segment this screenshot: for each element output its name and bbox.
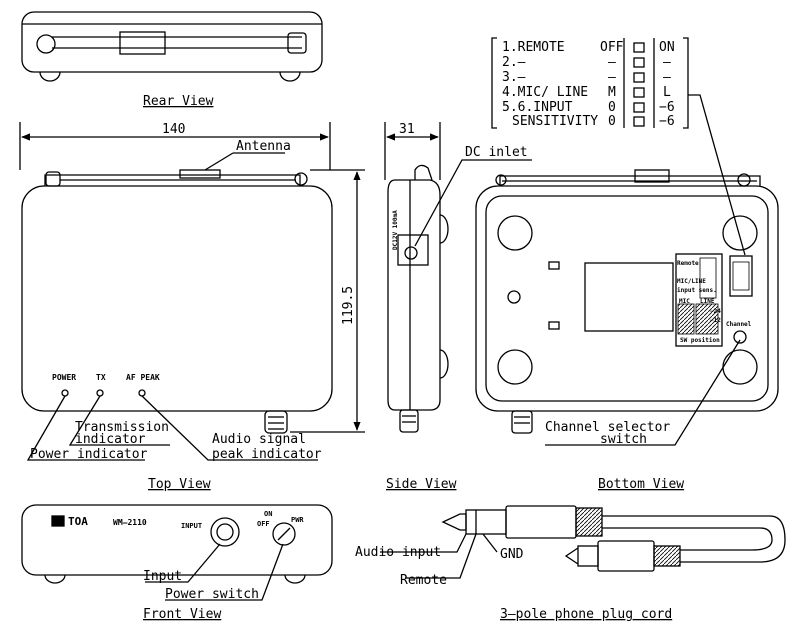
dip-row-1-label: 1.REMOTE (502, 40, 565, 55)
dip-row-6-left: 0 (608, 114, 616, 129)
channel-selector-label-2: switch (600, 432, 647, 447)
front-view-drawing (21, 504, 333, 584)
on-label: ON (264, 510, 272, 518)
bottom-mic-line-label: MIC/LINE (677, 278, 706, 285)
rear-view-drawing (21, 11, 323, 82)
bottom-m24-label: −24 (710, 308, 721, 315)
brand-label: TOA (68, 515, 88, 528)
transmission-indicator-leader (68, 395, 170, 446)
audio-peak-label-1: Audio signal (212, 432, 306, 447)
side-view-drawing (384, 122, 449, 433)
dip-row-4-left: M (608, 85, 616, 100)
channel-selector-label-1: Channel selector (545, 420, 670, 435)
dc-inlet-label: DC inlet (465, 145, 528, 160)
dip-row-3-label: 3.– (502, 70, 526, 85)
top-view-drawing (21, 169, 333, 434)
audio-input-leader (380, 533, 467, 553)
bottom-m12-label: −12 (710, 317, 721, 324)
audio-peak-label-2: peak indicator (212, 447, 322, 462)
bottom-channel-label: Channel (726, 321, 752, 328)
dip-row-2-left: – (608, 55, 616, 70)
bottom-input-sens-label: input sens. (677, 287, 717, 294)
power-indicator-leader (26, 395, 145, 461)
power-switch-label: Power switch (165, 587, 259, 602)
dip-row-2-right: – (663, 55, 671, 70)
gnd-label: GND (500, 547, 524, 562)
dip-switch-table (491, 37, 746, 256)
power-led-label: POWER (52, 373, 76, 382)
off-label: OFF (257, 520, 270, 528)
power-switch-leader (165, 543, 284, 601)
depth-dimension-label: 31 (399, 122, 415, 137)
bottom-mic-label: MIC (679, 298, 690, 305)
transmission-label-2: indicator (75, 432, 146, 447)
af-peak-led-label: AF PEAK (126, 373, 160, 382)
dc-inlet-leader (414, 159, 532, 247)
antenna-leader (204, 152, 234, 171)
audio-peak-leader (141, 395, 318, 461)
bottom-sw-position-label: SW position (680, 337, 720, 344)
dip-row-1-left: OFF (600, 40, 624, 55)
transmission-label-1: Transmission (75, 420, 169, 435)
dip-row-1-right: ON (659, 40, 675, 55)
bottom-remote-label: Remote (677, 260, 699, 267)
channel-selector-leader (545, 339, 741, 446)
rear-view-label: Rear View (143, 94, 214, 109)
remote-label: Remote (400, 573, 447, 588)
dip-row-6-label: SENSITIVITY (512, 114, 598, 129)
dip-row-3-right: – (663, 70, 671, 85)
side-view-label: Side View (386, 477, 457, 492)
power-indicator-label: Power indicator (30, 447, 148, 462)
dip-row-6-right: −6 (659, 114, 675, 129)
height-dimension-label: 119.5 (341, 286, 356, 325)
front-view-label: Front View (143, 607, 221, 622)
cord-label: 3–pole phone plug cord (500, 607, 672, 622)
gnd-leader (482, 533, 498, 553)
antenna-label: Antenna (236, 139, 291, 154)
bottom-view-label: Bottom View (598, 477, 684, 492)
toa-logo-icon (51, 515, 65, 527)
dip-row-3-left: – (608, 70, 616, 85)
dip-row-4-label: 4.MIC/ LINE (502, 85, 588, 100)
remote-leader (405, 533, 477, 579)
dip-row-2-label: 2.– (502, 55, 526, 70)
dip-row-5-right: −6 (659, 100, 675, 115)
dip-switch-boxes (633, 42, 645, 127)
input-jack-label: INPUT (181, 522, 202, 530)
width-dimension (19, 122, 331, 170)
input-leader (145, 543, 221, 583)
pwr-label: PWR (291, 516, 304, 524)
phone-plug-cord-drawing (441, 505, 786, 572)
input-label: Input (143, 569, 182, 584)
top-view-label: Top View (148, 477, 211, 492)
bottom-line-label: LINE (700, 298, 715, 305)
height-dimension (290, 169, 365, 433)
audio-input-label: Audio input (355, 545, 441, 560)
dip-row-5-label: 5.6.INPUT (502, 100, 573, 115)
dip-row-4-right: L (663, 85, 671, 100)
dc-rating-label: DC12V 100mA (392, 210, 399, 250)
model-label: WM–2110 (113, 518, 147, 527)
width-dimension-label: 140 (162, 122, 185, 137)
tx-led-label: TX (96, 373, 106, 382)
dip-row-5-left: 0 (608, 100, 616, 115)
